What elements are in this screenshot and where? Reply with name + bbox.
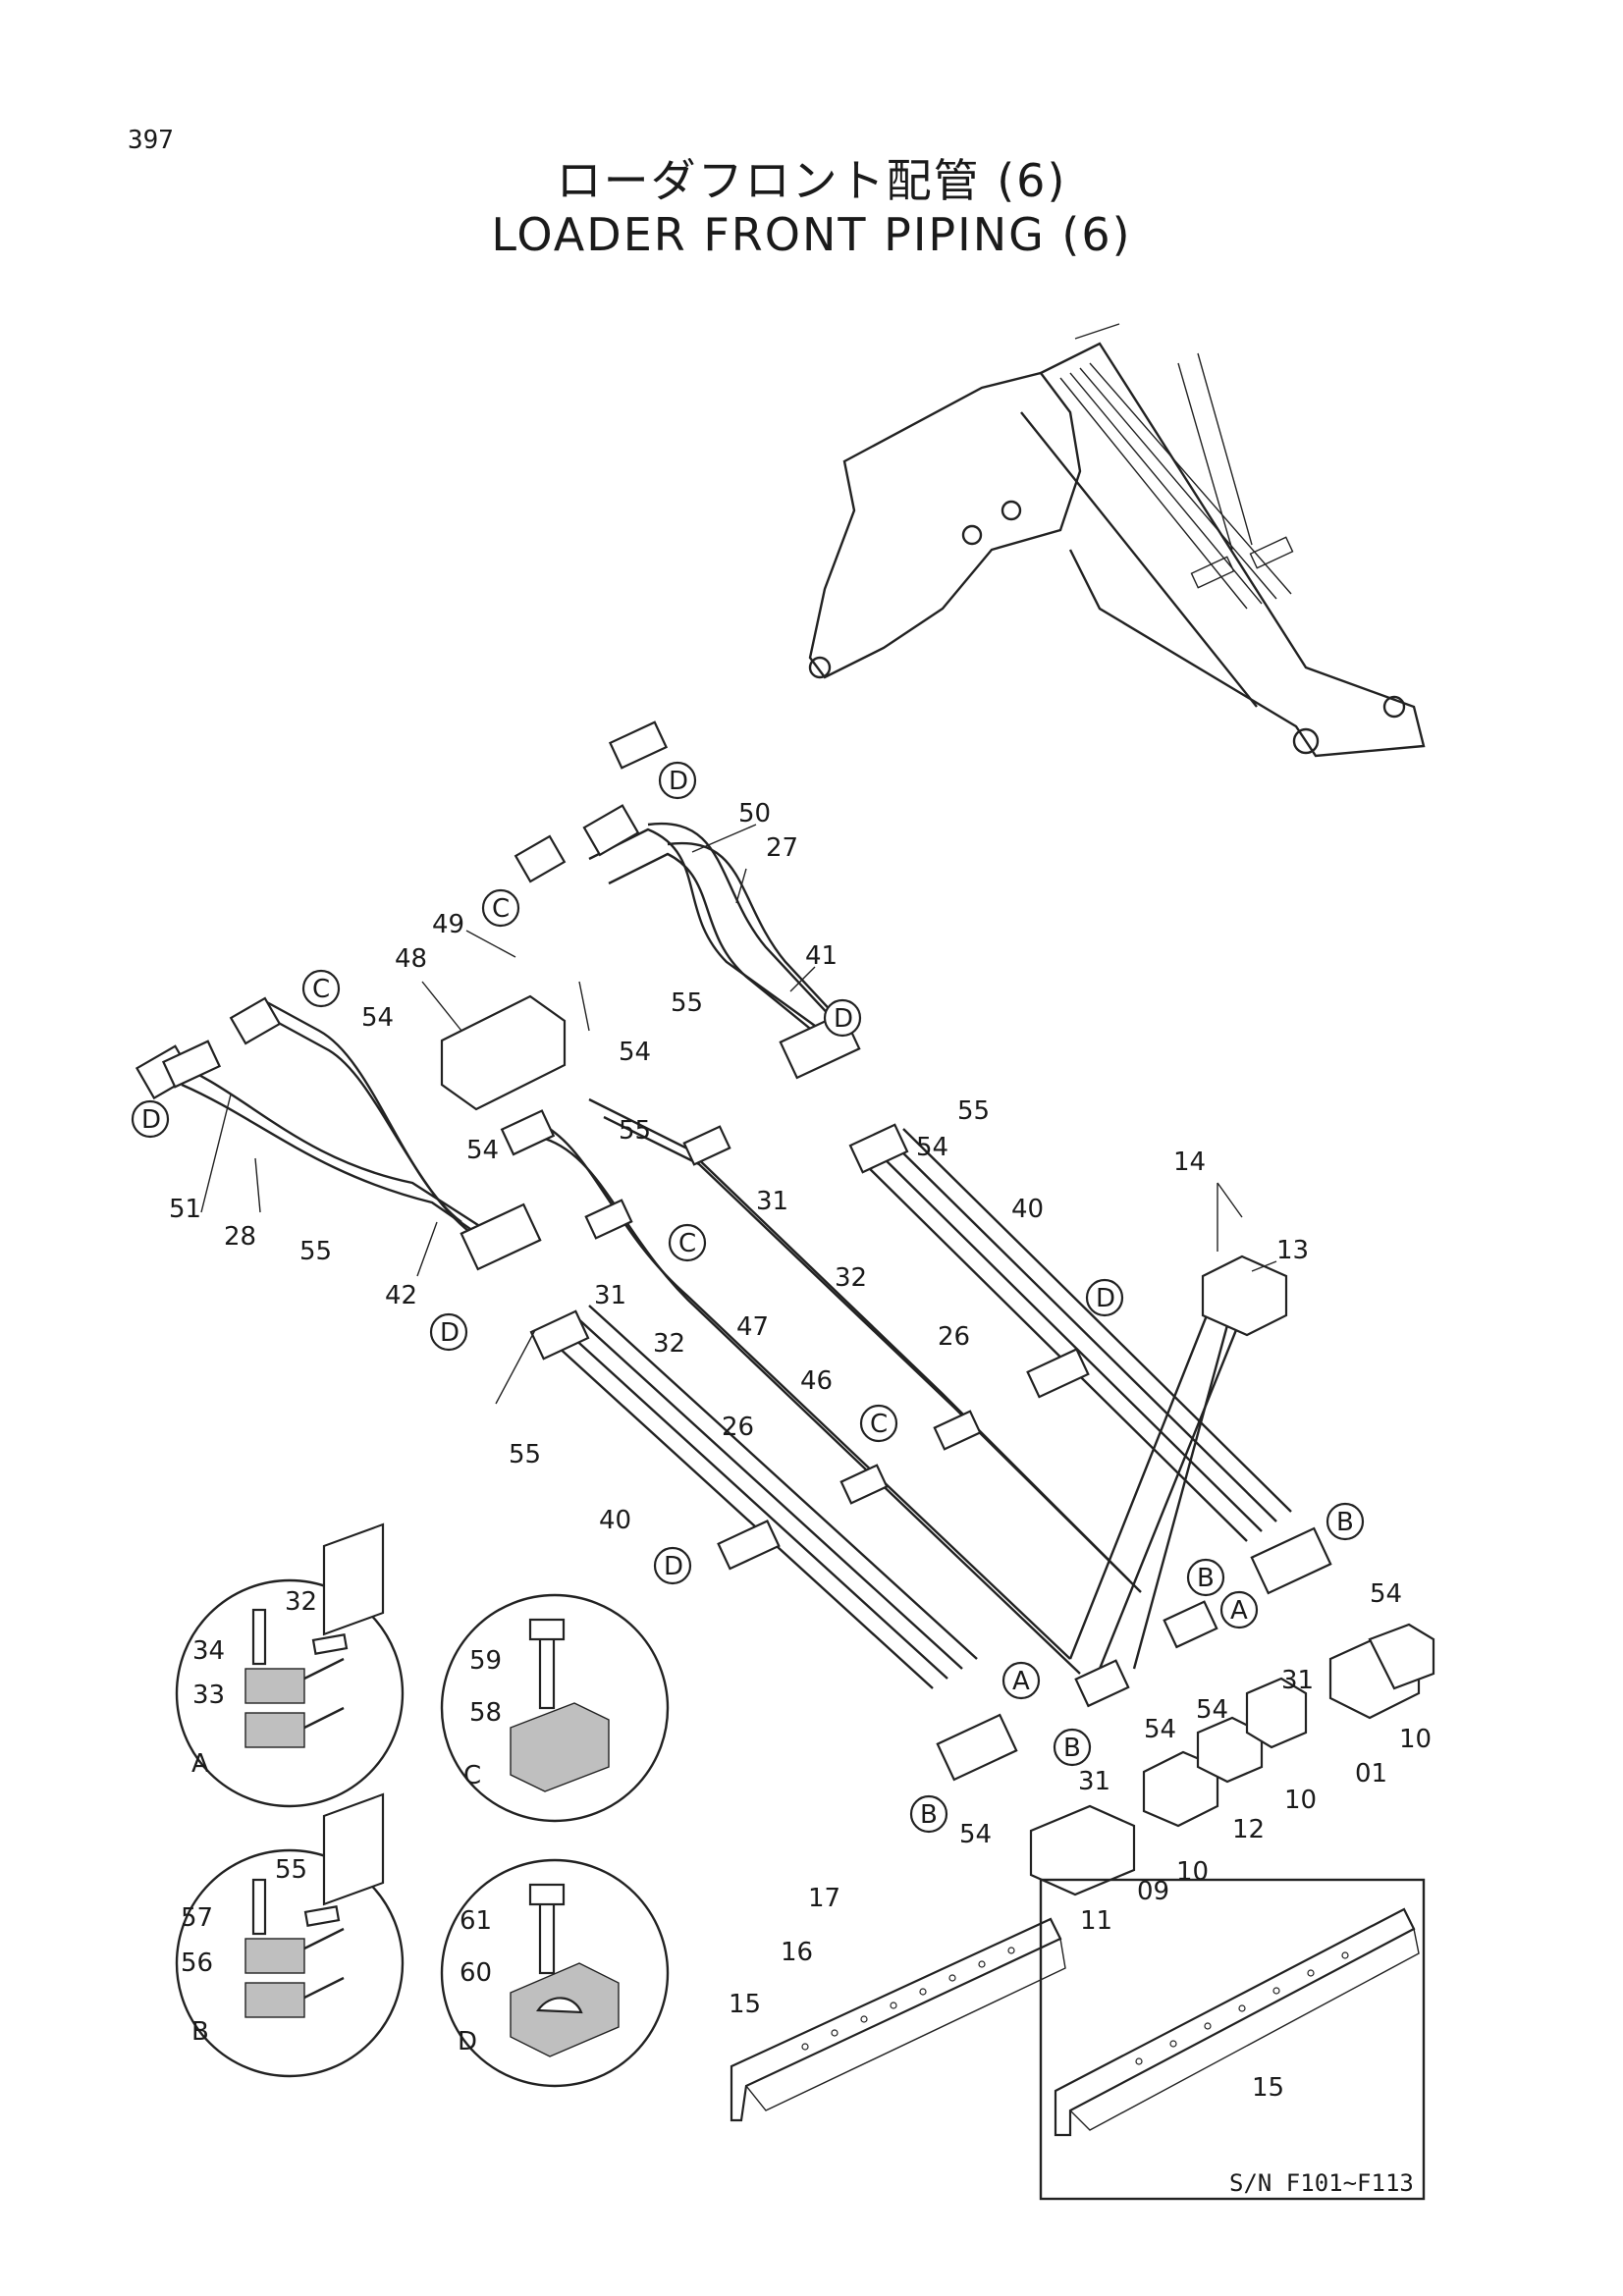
page-number: 397 xyxy=(128,126,174,155)
rail-15 xyxy=(730,1917,1066,2122)
ref-d-1: D xyxy=(669,767,688,796)
label-54-g: 54 xyxy=(1144,1715,1176,1744)
ref-b-1: B xyxy=(1336,1508,1354,1537)
label-55-c: 55 xyxy=(957,1096,990,1126)
label-54-h: 54 xyxy=(959,1820,992,1849)
ref-b-3: B xyxy=(1063,1734,1081,1763)
label-51: 51 xyxy=(169,1195,201,1224)
detail-label-b: B xyxy=(191,2017,209,2047)
ref-d-4: D xyxy=(440,1318,460,1348)
leader-lines xyxy=(200,824,1277,1405)
label-28: 28 xyxy=(224,1222,256,1252)
label-55-e: 55 xyxy=(509,1440,541,1469)
ref-d-5: D xyxy=(1096,1284,1115,1313)
piping-assembly xyxy=(135,721,1435,1896)
label-55-b: 55 xyxy=(619,1116,651,1146)
label-10-a: 10 xyxy=(1399,1725,1432,1754)
title-english: LOADER FRONT PIPING (6) xyxy=(491,208,1132,261)
ref-a-2: A xyxy=(1012,1667,1030,1696)
label-16: 16 xyxy=(781,1938,813,1967)
detail-label-a: A xyxy=(191,1749,209,1779)
label-61: 61 xyxy=(460,1906,492,1936)
label-47: 47 xyxy=(736,1312,769,1342)
label-17: 17 xyxy=(808,1884,840,1913)
label-55-a: 55 xyxy=(671,988,703,1018)
label-58: 58 xyxy=(469,1698,502,1728)
label-32-a: 32 xyxy=(835,1263,867,1293)
label-57: 57 xyxy=(181,1903,213,1933)
label-15-b: 15 xyxy=(1252,2073,1284,2103)
label-54-c: 54 xyxy=(466,1136,499,1165)
serial-number-note: S/N F101~F113 xyxy=(1229,2169,1414,2197)
label-33: 33 xyxy=(192,1681,225,1710)
label-40-a: 40 xyxy=(1011,1195,1044,1224)
label-55-f: 55 xyxy=(275,1855,307,1885)
boom-overview xyxy=(808,323,1426,758)
label-54-a: 54 xyxy=(361,1003,394,1033)
label-32-b: 32 xyxy=(653,1329,685,1359)
detail-label-d: D xyxy=(458,2027,477,2056)
label-31-a: 31 xyxy=(756,1187,788,1216)
ref-c-2: C xyxy=(312,975,330,1004)
label-55-d: 55 xyxy=(299,1237,332,1266)
label-31-c: 31 xyxy=(1281,1666,1314,1695)
detail-d xyxy=(440,1858,670,2088)
label-34: 34 xyxy=(192,1636,225,1666)
label-26-a: 26 xyxy=(938,1322,970,1352)
label-42: 42 xyxy=(385,1281,417,1310)
label-59: 59 xyxy=(469,1646,502,1676)
label-40-b: 40 xyxy=(599,1506,631,1535)
ref-c-1: C xyxy=(492,894,510,924)
callout-labels: 49 48 54 54 54 50 27 41 55 55 55 55 55 5… xyxy=(169,799,1432,2103)
label-41: 41 xyxy=(805,941,838,971)
label-31-b: 31 xyxy=(594,1281,626,1310)
title-japanese: ローダフロント配管 (6) xyxy=(556,154,1067,207)
ref-d-6: D xyxy=(664,1552,683,1581)
label-09: 09 xyxy=(1137,1877,1169,1906)
ref-c-3: C xyxy=(678,1229,696,1258)
label-60: 60 xyxy=(460,1958,492,1988)
label-26-b: 26 xyxy=(722,1413,754,1442)
inset-variant xyxy=(1039,1878,1426,2201)
detail-b xyxy=(175,1792,405,2078)
label-54-e: 54 xyxy=(1370,1579,1402,1609)
label-48: 48 xyxy=(395,944,427,974)
ref-d-3: D xyxy=(141,1105,161,1135)
detail-c xyxy=(440,1593,670,1823)
label-11: 11 xyxy=(1080,1906,1112,1936)
ref-b-2: B xyxy=(1197,1564,1215,1593)
label-01: 01 xyxy=(1355,1759,1387,1789)
ref-a-1: A xyxy=(1230,1596,1248,1626)
label-13: 13 xyxy=(1276,1236,1309,1265)
label-10-c: 10 xyxy=(1176,1857,1209,1887)
label-54-d: 54 xyxy=(916,1133,948,1162)
label-27: 27 xyxy=(766,833,798,863)
ref-b-4: B xyxy=(920,1800,938,1830)
detail-a xyxy=(175,1522,405,1808)
label-50: 50 xyxy=(738,799,771,828)
label-46: 46 xyxy=(800,1366,833,1396)
label-15-a: 15 xyxy=(729,1990,761,2019)
label-32-c: 32 xyxy=(285,1587,317,1617)
label-12: 12 xyxy=(1232,1815,1265,1844)
detail-label-c: C xyxy=(463,1761,481,1790)
ref-d-2: D xyxy=(834,1004,853,1034)
ref-c-4: C xyxy=(870,1410,888,1439)
label-14: 14 xyxy=(1173,1148,1206,1177)
label-56: 56 xyxy=(181,1949,213,1978)
label-49: 49 xyxy=(432,910,464,939)
label-54-f: 54 xyxy=(1196,1695,1228,1725)
label-31-d: 31 xyxy=(1078,1767,1110,1796)
ref-circles: D C C D D C D D C D B B A A B B xyxy=(131,761,1365,1834)
label-10-b: 10 xyxy=(1284,1786,1317,1815)
label-54-b: 54 xyxy=(619,1038,651,1067)
